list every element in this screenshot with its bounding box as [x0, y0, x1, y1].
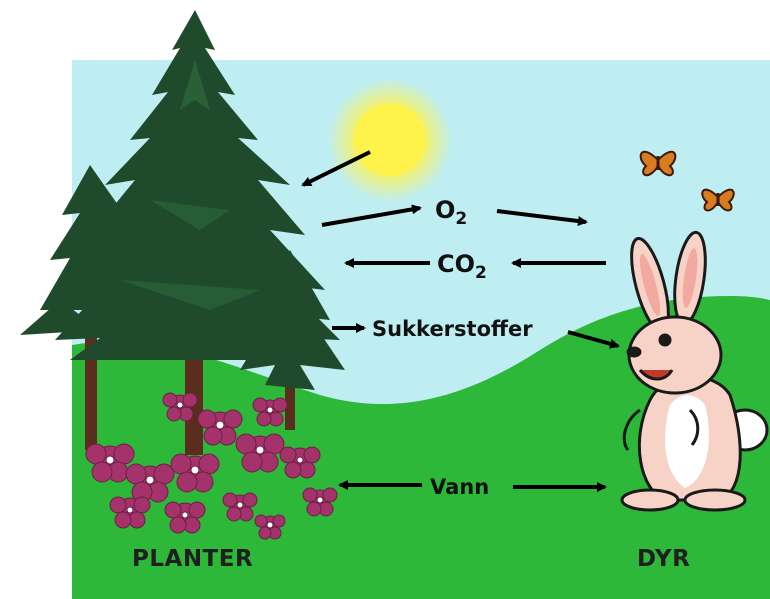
sugar-label: Sukkerstoffer — [372, 317, 533, 341]
sun-icon — [328, 78, 452, 202]
water-label: Vann — [430, 475, 489, 499]
plants-caption: PLANTER — [132, 546, 253, 572]
animals-caption: DYR — [637, 546, 690, 572]
